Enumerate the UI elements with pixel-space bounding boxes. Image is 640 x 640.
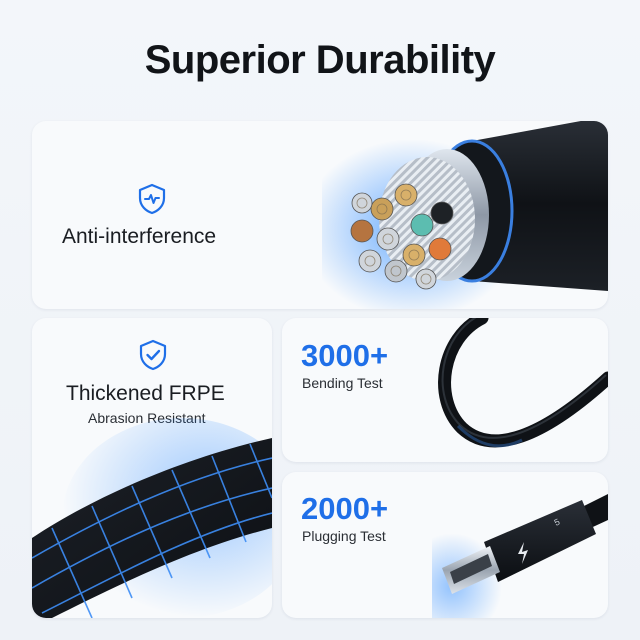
cable-cross-section-image [322,121,608,309]
plugging-test-value: 2000+ [301,491,389,526]
plugging-test-card: 2000+ Plugging Test [282,472,608,618]
frpe-label: Thickened FRPE [66,382,225,405]
shield-check-icon [138,339,168,371]
shield-pulse-icon [137,183,167,215]
frpe-card: Thickened FRPE Abrasion Resistant [32,318,272,618]
anti-interference-label: Anti-interference [62,225,217,248]
bending-test-value: 3000+ [301,338,389,373]
svg-text:5: 5 [553,517,562,528]
cable-mesh-image [32,418,272,618]
page-title: Superior Durability [144,38,496,82]
anti-interference-card: Anti-interference [32,121,608,309]
bending-test-card: 3000+ Bending Test [282,318,608,462]
plugging-test-label: Plugging Test [302,528,386,544]
usb-c-connector-image: 5 [432,472,608,618]
bending-test-label: Bending Test [302,375,383,391]
bent-cable-image [422,318,608,462]
